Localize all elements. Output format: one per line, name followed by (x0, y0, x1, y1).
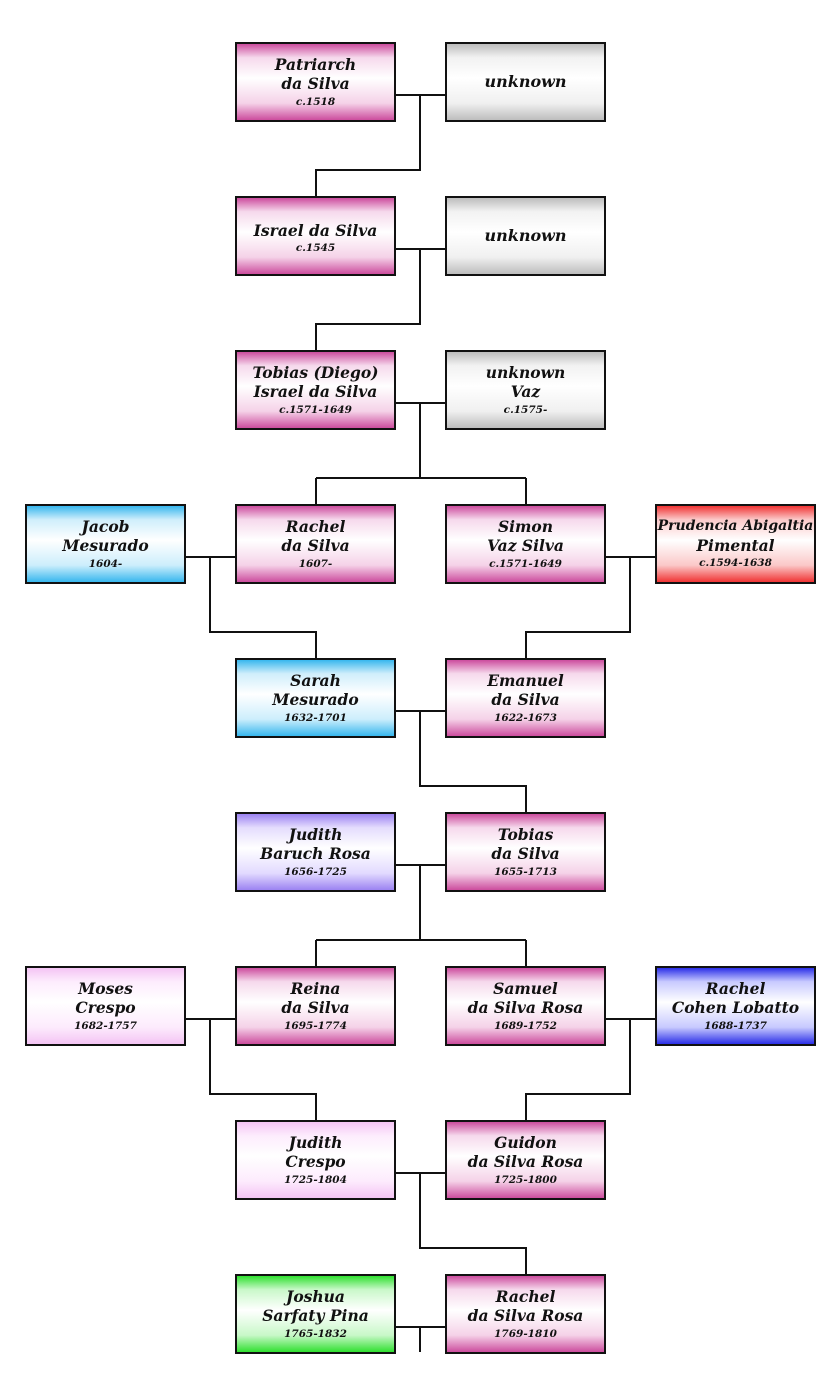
person-joshua-sarfaty-pina: Joshua Sarfaty Pina 1765-1832 (235, 1274, 396, 1354)
person-samuel-da-silva-rosa: Samuel da Silva Rosa 1689-1752 (445, 966, 606, 1046)
person-judith-baruch-rosa: Judith Baruch Rosa 1656-1725 (235, 812, 396, 892)
person-rachel-da-silva-rosa: Rachel da Silva Rosa 1769-1810 (445, 1274, 606, 1354)
person-dates: 1682-1757 (74, 1019, 137, 1032)
person-second-line: Pimental (696, 535, 775, 555)
person-unknown-spouse-1: unknown (445, 42, 606, 122)
person-second-line: da Silva (491, 844, 560, 864)
person-rachel-da-silva: Rachel da Silva 1607- (235, 504, 396, 584)
person-dates: 1725-1800 (494, 1173, 557, 1186)
person-dates: 1695-1774 (284, 1019, 347, 1032)
person-second-line: Mesurado (272, 690, 359, 710)
person-second-line: da Silva (491, 690, 560, 710)
person-second-line: Israel da Silva (253, 382, 378, 402)
person-dates: c.1545 (295, 242, 336, 255)
person-simon-vaz-silva: Simon Vaz Silva c.1571-1649 (445, 504, 606, 584)
person-second-line: da Silva Rosa (467, 998, 584, 1018)
person-judith-crespo: Judith Crespo 1725-1804 (235, 1120, 396, 1200)
person-first-line: unknown (484, 226, 567, 245)
person-first-line: Rachel (495, 1287, 556, 1307)
person-israel-da-silva: Israel da Silva c.1545 (235, 196, 396, 276)
person-first-line: Reina (290, 979, 341, 999)
person-dates: c.1575- (503, 403, 548, 416)
person-first-line: Rachel (285, 517, 346, 537)
person-second-line: Cohen Lobatto (671, 998, 800, 1018)
person-unknown-vaz: unknown Vaz c.1575- (445, 350, 606, 430)
person-second-line: Vaz Silva (487, 536, 564, 556)
person-dates: 1688-1737 (704, 1019, 767, 1032)
person-dates: 1622-1673 (494, 711, 557, 724)
person-first-line: Samuel (493, 979, 558, 999)
person-dates: 1604- (88, 557, 123, 570)
person-first-line: Sarah (290, 671, 341, 691)
person-dates: 1656-1725 (284, 865, 347, 878)
person-dates: 1765-1832 (284, 1327, 347, 1340)
person-first-line: Emanuel (487, 671, 564, 691)
person-first-line: Judith (288, 825, 343, 845)
person-first-line: Jacob (81, 517, 130, 537)
person-second-line: Crespo (285, 1152, 346, 1172)
person-first-line: Prudencia Abigaltia (657, 518, 814, 534)
person-first-line: Guidon (494, 1133, 557, 1153)
person-prudencia-abigaltia-pimental: Prudencia Abigaltia Pimental c.1594-1638 (655, 504, 816, 584)
person-emanuel-da-silva: Emanuel da Silva 1622-1673 (445, 658, 606, 738)
person-rachel-cohen-lobatto: Rachel Cohen Lobatto 1688-1737 (655, 966, 816, 1046)
person-first-line: Judith (288, 1133, 343, 1153)
person-moses-crespo: Moses Crespo 1682-1757 (25, 966, 186, 1046)
person-first-line: Tobias (Diego) (252, 363, 379, 383)
person-second-line: da Silva Rosa (467, 1306, 584, 1326)
person-second-line: Sarfaty Pina (262, 1306, 369, 1326)
person-second-line: da Silva (281, 74, 350, 94)
person-first-line: Israel da Silva (253, 220, 378, 240)
person-first-line: Moses (78, 979, 133, 999)
person-tobias-da-silva: Tobias da Silva 1655-1713 (445, 812, 606, 892)
person-dates: 1725-1804 (284, 1173, 347, 1186)
person-reina-da-silva: Reina da Silva 1695-1774 (235, 966, 396, 1046)
person-first-line: Patriarch (274, 55, 357, 75)
person-dates: 1769-1810 (494, 1327, 557, 1340)
person-tobias-diego-israel-da-silva: Tobias (Diego) Israel da Silva c.1571-16… (235, 350, 396, 430)
person-guidon-da-silva-rosa: Guidon da Silva Rosa 1725-1800 (445, 1120, 606, 1200)
person-second-line: da Silva (281, 998, 350, 1018)
person-first-line: Rachel (705, 979, 766, 999)
person-sarah-mesurado: Sarah Mesurado 1632-1701 (235, 658, 396, 738)
person-dates: 1655-1713 (494, 865, 557, 878)
person-second-line: Mesurado (62, 536, 149, 556)
person-second-line: Vaz (510, 382, 541, 402)
person-dates: c.1518 (295, 95, 336, 108)
person-second-line: da Silva Rosa (467, 1152, 584, 1172)
person-dates: c.1594-1638 (699, 556, 772, 569)
person-first-line: Tobias (497, 825, 554, 845)
person-first-line: Simon (497, 517, 554, 537)
person-second-line: Crespo (75, 998, 136, 1018)
person-dates: c.1571-1649 (279, 403, 352, 416)
person-first-line: Joshua (286, 1287, 345, 1307)
person-dates: 1689-1752 (494, 1019, 557, 1032)
person-second-line: Baruch Rosa (260, 844, 371, 864)
person-dates: c.1571-1649 (489, 557, 562, 570)
person-patriarch-da-silva: Patriarch da Silva c.1518 (235, 42, 396, 122)
person-dates: 1607- (298, 557, 333, 570)
person-unknown-spouse-2: unknown (445, 196, 606, 276)
person-second-line: da Silva (281, 536, 350, 556)
person-jacob-mesurado: Jacob Mesurado 1604- (25, 504, 186, 584)
person-first-line: unknown (485, 363, 566, 383)
person-first-line: unknown (484, 72, 567, 91)
person-dates: 1632-1701 (284, 711, 347, 724)
